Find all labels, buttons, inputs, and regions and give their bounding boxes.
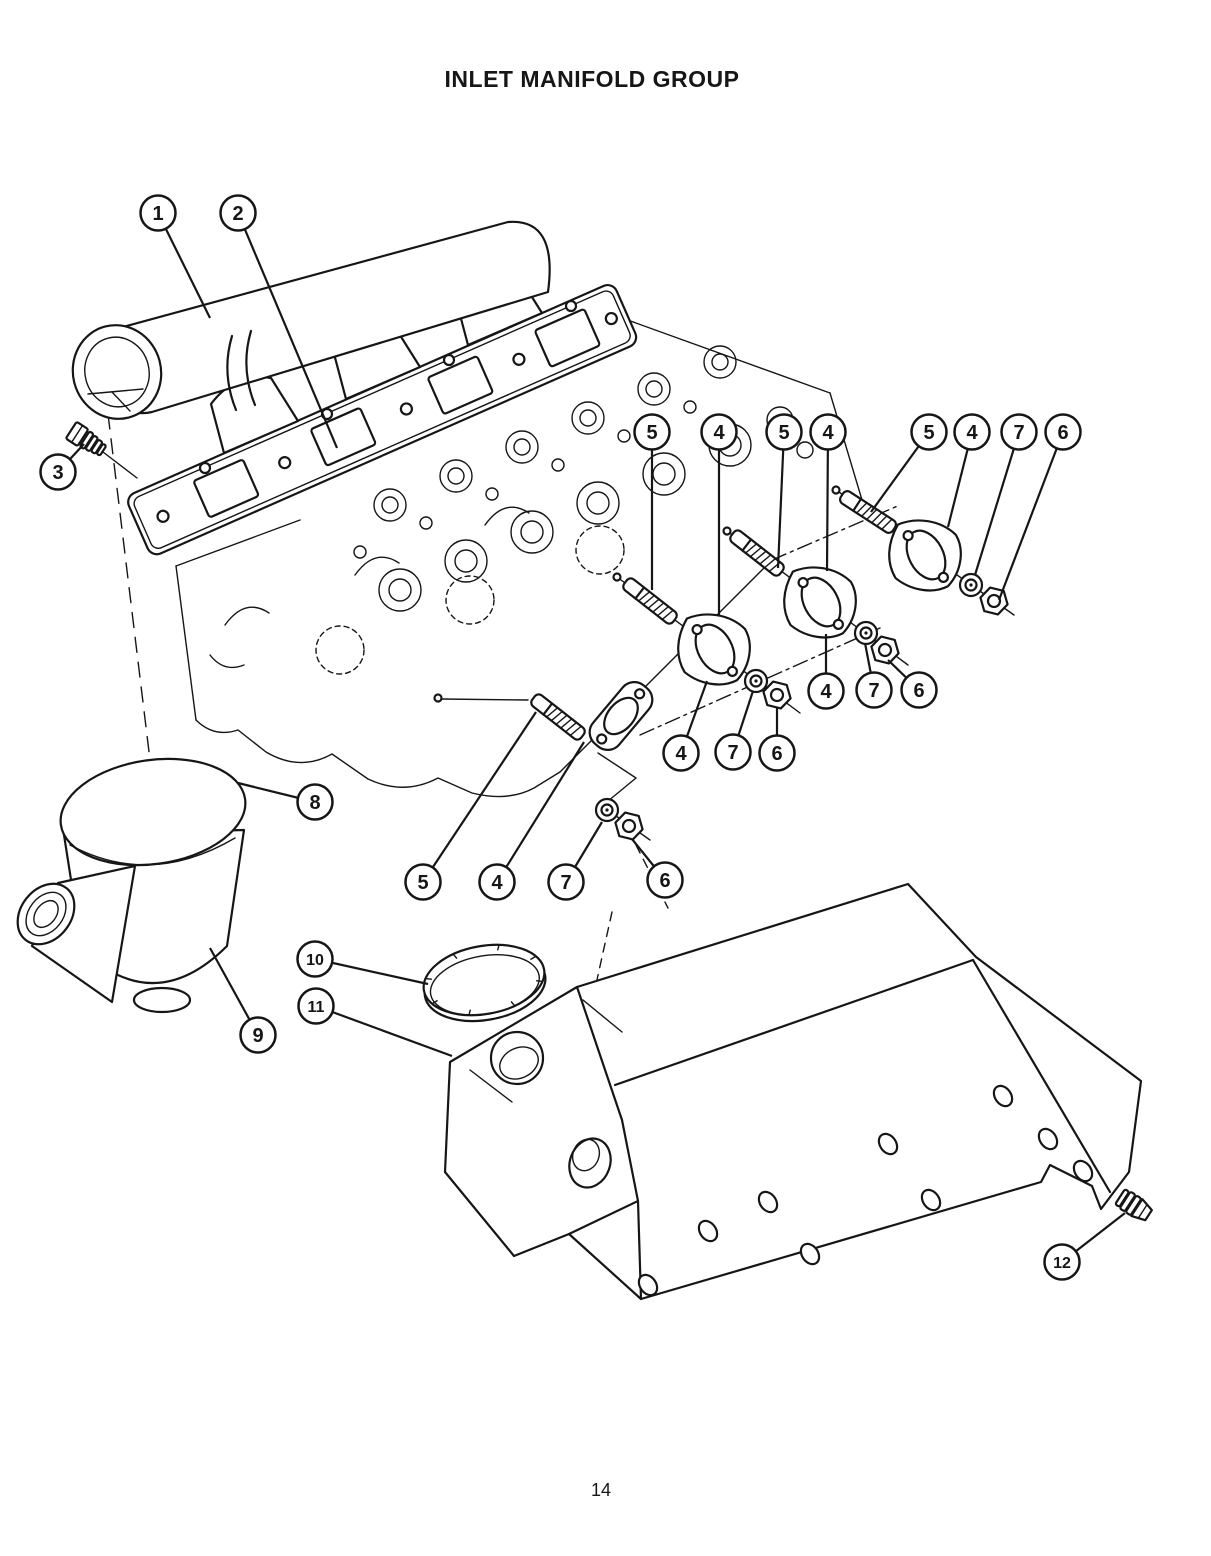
callout-6: 6 <box>631 838 684 899</box>
callout-7: 7 <box>714 690 755 771</box>
svg-text:4: 4 <box>713 422 725 444</box>
callout-12: 12 <box>1043 1212 1126 1281</box>
svg-text:8: 8 <box>309 792 320 814</box>
svg-text:4: 4 <box>966 422 978 444</box>
svg-text:5: 5 <box>646 422 657 444</box>
part-manifold-gasket <box>127 283 638 556</box>
part-cylinder-head <box>175 317 901 798</box>
svg-text:5: 5 <box>417 872 428 894</box>
page-number: 14 <box>591 1480 611 1500</box>
phantom-line-manifold-to-breather <box>107 413 151 761</box>
callout-9: 9 <box>209 947 277 1054</box>
svg-text:4: 4 <box>822 422 834 444</box>
part-breather-assembly <box>16 757 247 1014</box>
part-flange-gasket <box>588 519 962 752</box>
callout-8: 8 <box>237 781 334 821</box>
svg-text:11: 11 <box>308 999 325 1016</box>
part-plug-12 <box>1114 1188 1153 1222</box>
page-title: INLET MANIFOLD GROUP <box>445 66 740 92</box>
svg-text:12: 12 <box>1053 1255 1071 1272</box>
svg-text:6: 6 <box>771 743 782 765</box>
callout-7: 7 <box>855 642 893 709</box>
callout-4: 4 <box>807 634 845 710</box>
svg-text:3: 3 <box>52 462 63 484</box>
svg-text:5: 5 <box>923 422 934 444</box>
svg-text:4: 4 <box>675 743 687 765</box>
callout-5: 5 <box>870 413 948 513</box>
callout-5: 5 <box>404 711 537 901</box>
svg-text:7: 7 <box>727 742 738 764</box>
callout-2: 2 <box>219 194 339 449</box>
part-nut <box>614 586 1009 841</box>
svg-text:6: 6 <box>659 870 670 892</box>
callout-6: 6 <box>758 707 796 772</box>
svg-text:6: 6 <box>913 680 924 702</box>
part-manifold-cover <box>443 882 1143 1301</box>
callout-6: 6 <box>887 659 938 709</box>
svg-text:4: 4 <box>820 681 832 703</box>
part-inlet-manifold <box>71 220 578 475</box>
svg-text:7: 7 <box>560 872 571 894</box>
svg-text:5: 5 <box>778 422 789 444</box>
callout-7: 7 <box>973 413 1038 576</box>
callout-5: 5 <box>765 413 803 569</box>
callout-11: 11 <box>297 987 453 1058</box>
svg-text:9: 9 <box>252 1025 263 1047</box>
callout-6: 6 <box>997 413 1082 601</box>
part-filler-cap <box>422 943 547 1023</box>
svg-text:6: 6 <box>1057 422 1068 444</box>
callout-7: 7 <box>547 821 603 901</box>
callout-3: 3 <box>39 443 85 491</box>
svg-text:1: 1 <box>152 203 163 225</box>
callout-4: 4 <box>700 413 738 616</box>
part-washer <box>594 572 984 823</box>
callout-5: 5 <box>633 413 671 590</box>
part-stud <box>433 485 897 741</box>
callout-4: 4 <box>478 741 585 901</box>
callout-4: 4 <box>662 680 709 772</box>
callout-4: 4 <box>946 413 991 528</box>
svg-text:2: 2 <box>232 203 243 225</box>
svg-text:10: 10 <box>306 952 324 969</box>
svg-text:4: 4 <box>491 872 503 894</box>
callout-4: 4 <box>809 413 847 572</box>
callout-10: 10 <box>296 940 429 986</box>
svg-text:7: 7 <box>868 680 879 702</box>
svg-text:7: 7 <box>1013 422 1024 444</box>
callout-1: 1 <box>139 194 211 319</box>
